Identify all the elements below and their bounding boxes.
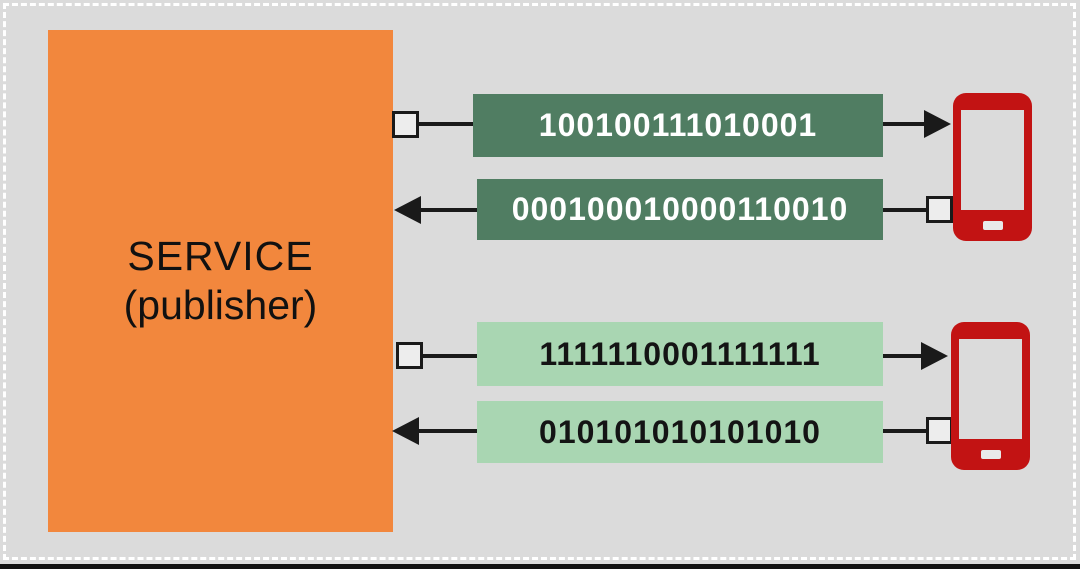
smartphone-icon xyxy=(951,322,1030,470)
subscriber-1-port-square xyxy=(926,196,953,223)
phone-screen xyxy=(961,110,1024,210)
arrow-right-icon xyxy=(924,110,951,138)
phone-home-button xyxy=(982,221,1003,230)
binary-message-incoming-1: 000100010000110010 xyxy=(477,179,883,240)
connector-line xyxy=(883,122,927,126)
service-title: SERVICE xyxy=(127,232,314,279)
binary-message-outgoing-2: 1111110001111111 xyxy=(477,322,883,386)
connector-line xyxy=(417,208,477,212)
subscriber-2-port-square xyxy=(926,417,953,444)
phone-screen xyxy=(959,339,1022,439)
binary-message-incoming-2: 010101010101010 xyxy=(477,401,883,463)
connector-line xyxy=(417,122,473,126)
connector-line xyxy=(883,354,923,358)
arrow-left-icon xyxy=(392,417,419,445)
connector-line xyxy=(883,429,928,433)
arrow-left-icon xyxy=(394,196,421,224)
connector-line xyxy=(883,208,928,212)
phone-home-button xyxy=(980,450,1001,459)
arrow-right-icon xyxy=(921,342,948,370)
service-out-port-square-2 xyxy=(396,342,423,369)
service-subtitle: (publisher) xyxy=(123,282,318,328)
binary-message-outgoing-1: 100100111010001 xyxy=(473,94,883,157)
connector-line xyxy=(415,429,477,433)
bottom-edge-bar xyxy=(0,564,1080,569)
service-publisher-box: SERVICE (publisher) xyxy=(48,30,393,532)
connector-line xyxy=(421,354,477,358)
smartphone-icon xyxy=(953,93,1032,241)
service-out-port-square-1 xyxy=(392,111,419,138)
